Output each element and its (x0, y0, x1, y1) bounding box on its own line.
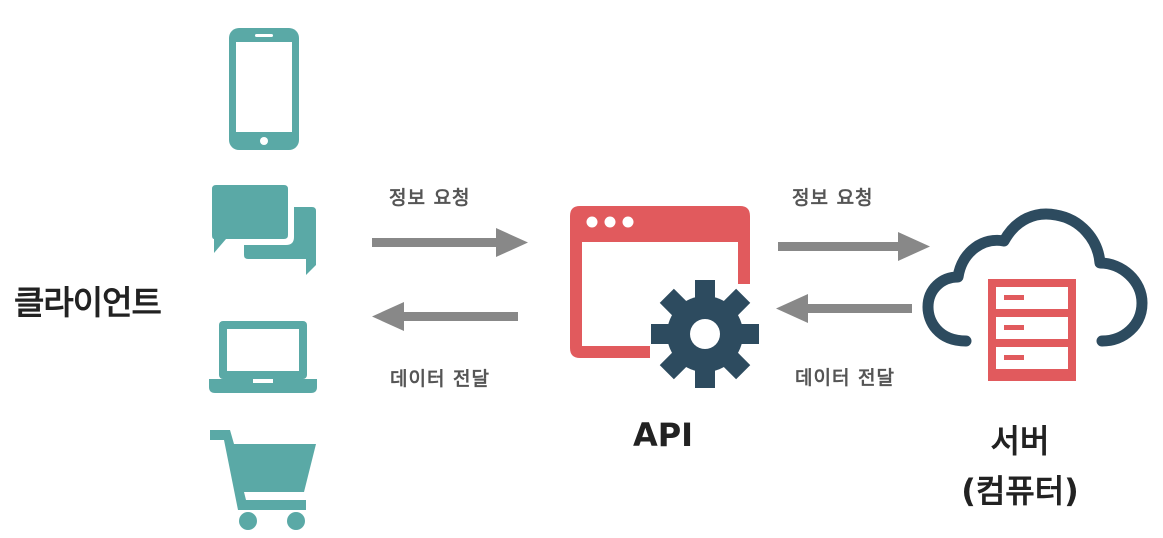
shopping-cart-icon (210, 430, 316, 530)
left-arrow-icon (776, 294, 912, 323)
smartphone-icon (229, 28, 299, 150)
right-arrow-icon (372, 228, 528, 257)
chat-bubbles-icon (212, 185, 316, 275)
client-label: 클라이언트 (14, 283, 162, 322)
right-response-label: 데이터 전달 (795, 367, 896, 389)
api-label: API (632, 416, 694, 454)
left-arrow-icon (372, 302, 518, 331)
left-request-label: 정보 요청 (389, 187, 471, 209)
browser-window-gear-icon (570, 206, 759, 388)
server-label-line2: (컴퓨터) (961, 472, 1079, 510)
left-response-label: 데이터 전달 (390, 368, 491, 390)
right-arrow-icon (778, 232, 930, 261)
right-request-label: 정보 요청 (792, 187, 874, 209)
server-label-line1: 서버 (990, 422, 1050, 460)
cloud-server-icon (922, 208, 1148, 383)
server-label: 서버 (컴퓨터) (940, 416, 1100, 512)
laptop-icon (209, 321, 317, 393)
